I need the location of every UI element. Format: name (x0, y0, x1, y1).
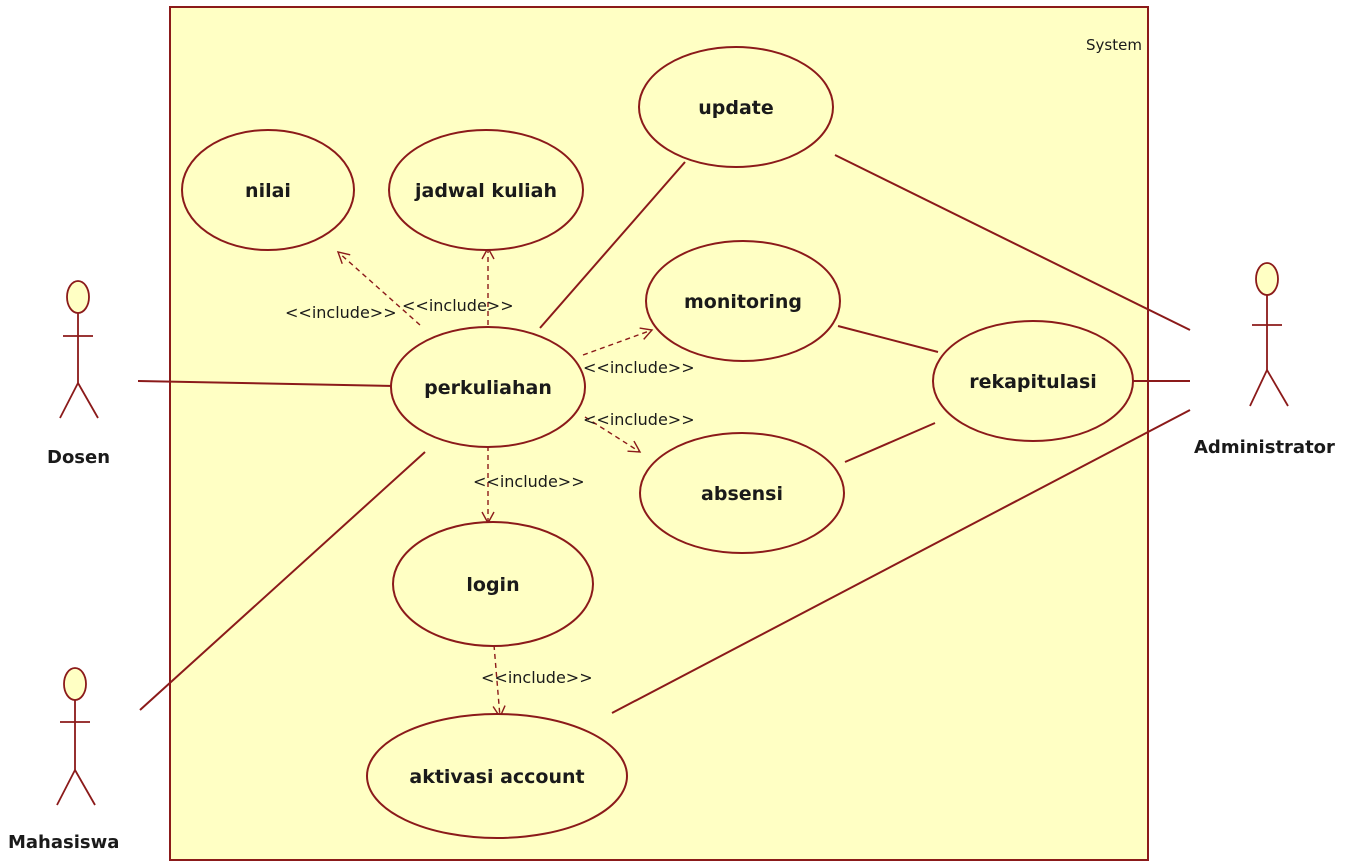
include-label-login: <<include>> (473, 472, 585, 491)
include-arrow-absensi (584, 416, 642, 453)
assoc-perkuliahan-update (539, 161, 686, 329)
use-case-monitoring[interactable] (645, 240, 841, 362)
assoc-absensi-rekapitulasi (844, 422, 936, 463)
actor-label-mahasiswa: Mahasiswa (8, 832, 119, 853)
include-arrow-nilai (336, 251, 421, 326)
actor-administrator-head-icon (1255, 262, 1279, 296)
include-label-absensi: <<include>> (583, 410, 695, 429)
use-case-label-update: update (698, 97, 774, 119)
assoc-update-administrator (834, 154, 1191, 331)
assoc-dosen-perkuliahan (137, 380, 396, 387)
actor-mahasiswa[interactable] (56, 667, 96, 806)
assoc-monitoring-rekapitulasi (837, 325, 939, 353)
use-case-label-nilai: nilai (245, 180, 291, 202)
assoc-aktivasi-administrator (611, 409, 1191, 714)
actor-administrator[interactable] (1249, 262, 1289, 407)
use-case-update[interactable] (638, 46, 834, 168)
include-label-monitoring: <<include>> (583, 358, 695, 377)
include-dependencies (336, 246, 654, 719)
use-cases (181, 46, 1134, 839)
include-label-aktivasi: <<include>> (481, 668, 593, 687)
use-case-label-rekapitulasi: rekapitulasi (969, 371, 1097, 393)
associations (137, 154, 1191, 714)
use-case-label-absensi: absensi (701, 483, 783, 505)
use-case-label-monitoring: monitoring (684, 291, 802, 313)
actor-dosen-head-icon (66, 280, 90, 314)
actor-label-dosen: Dosen (47, 447, 110, 468)
actor-mahasiswa-head-icon (63, 667, 87, 701)
use-case-label-aktivasi-account: aktivasi account (409, 766, 584, 788)
use-case-absensi[interactable] (639, 432, 845, 554)
use-case-rekapitulasi[interactable] (932, 320, 1134, 442)
include-label-nilai: <<include>> (285, 303, 397, 322)
use-case-login[interactable] (392, 521, 594, 647)
use-case-nilai[interactable] (181, 129, 355, 251)
use-case-label-jadwal-kuliah: jadwal kuliah (414, 180, 557, 202)
include-label-jadwal: <<include>> (402, 296, 514, 315)
use-case-label-login: login (466, 574, 519, 596)
actor-dosen[interactable] (59, 280, 99, 419)
use-case-jadwal-kuliah[interactable] (388, 129, 584, 251)
include-arrow-aktivasi (492, 644, 506, 719)
include-arrow-monitoring (582, 327, 654, 356)
use-case-label-perkuliahan: perkuliahan (424, 377, 552, 399)
actor-label-administrator: Administrator (1194, 437, 1335, 458)
assoc-mahasiswa-perkuliahan (139, 451, 426, 711)
use-case-perkuliahan[interactable] (390, 326, 586, 448)
use-case-aktivasi-account[interactable] (366, 713, 628, 839)
system-label: System (1086, 36, 1142, 54)
